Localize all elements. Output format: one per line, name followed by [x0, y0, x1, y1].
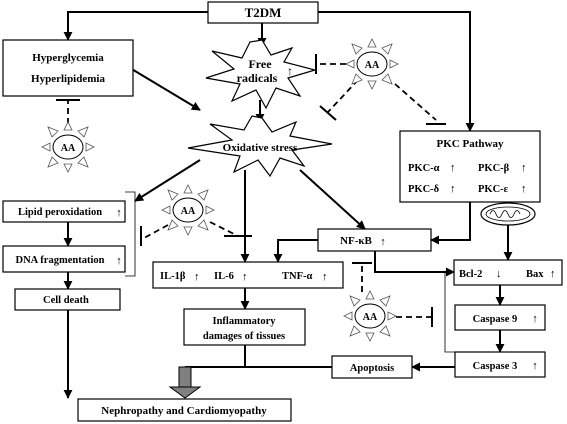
node-nf-kb: NF-κB ↑: [317, 228, 432, 252]
node-inflammatory: Inflammatory damages of tissues: [183, 308, 306, 346]
nf-kb-label: NF-κB: [340, 235, 372, 247]
caspase9-label: Caspase 9: [473, 314, 518, 325]
caspase3-label: Caspase 3: [473, 361, 518, 372]
outcome-label: Nephropathy and Cardiomyopathy: [101, 405, 267, 417]
pkc-beta-label: PKC-β: [478, 163, 510, 174]
free-radicals-up-arrow: ↑: [287, 64, 293, 78]
inflammatory-label-line2: damages of tissues: [203, 331, 285, 342]
il1b-up-arrow: ↑: [194, 271, 200, 283]
aa-label: AA: [363, 312, 378, 323]
il1b-label: IL-1β: [160, 271, 186, 282]
il6-up-arrow: ↑: [242, 271, 248, 283]
bcl2-label: Bcl-2: [459, 269, 482, 280]
bcl2-down-arrow: ↓: [496, 268, 502, 280]
lipid-peroxidation-label: Lipid peroxidation: [18, 207, 102, 218]
node-bcl2-bax: Bcl-2 ↓ Bax ↑: [453, 259, 563, 286]
node-dna-fragmentation: DNA fragmentation ↑: [2, 245, 126, 273]
inflammatory-label-line1: Inflammatory: [213, 316, 277, 327]
node-cell-death: Cell death: [14, 288, 121, 311]
aa-label: AA: [365, 60, 380, 71]
free-radicals-label-line1: Free: [248, 57, 272, 71]
aa-label: AA: [181, 206, 196, 217]
aa-label: AA: [61, 143, 76, 154]
oxidative-stress-label: Oxidative stress: [223, 142, 298, 154]
outcome-arrow: [168, 366, 202, 399]
node-pkc-pathway: PKC Pathway PKC-α ↑ PKC-β ↑ PKC-δ ↑ PKC-…: [399, 130, 541, 203]
pkc-epsilon-label: PKC-ε: [478, 184, 509, 195]
pkc-pathway-title: PKC Pathway: [437, 138, 504, 150]
node-lipid-peroxidation: Lipid peroxidation ↑: [2, 200, 126, 223]
inhibition-lines: [56, 54, 446, 327]
free-radicals-burst: [205, 39, 318, 110]
pkc-alpha-up-arrow: ↑: [450, 162, 456, 174]
pkc-delta-up-arrow: ↑: [450, 183, 456, 195]
mitochondrion-icon: [480, 202, 536, 226]
bax-up-arrow: ↑: [550, 268, 556, 280]
aa-inhibitor-4: AA: [343, 290, 397, 342]
node-outcome: Nephropathy and Cardiomyopathy: [77, 398, 292, 422]
hyperlipidemia-label: Hyperlipidemia: [31, 73, 105, 85]
node-cytokines: IL-1β ↑ IL-6 ↑ TNF-α ↑: [152, 261, 344, 289]
nf-kb-up-arrow: ↑: [380, 236, 386, 248]
pkc-epsilon-up-arrow: ↑: [521, 183, 527, 195]
aa-inhibitor-3: AA: [161, 184, 215, 236]
free-radicals-label-line2: radicals: [237, 71, 278, 85]
oxidative-stress-burst: [187, 115, 333, 178]
node-caspase3: Caspase 3 ↑: [454, 351, 546, 378]
aa-inhibitor-2: AA: [345, 38, 399, 90]
tnfa-label: TNF-α: [282, 271, 312, 282]
aa-inhibitor-1: AA: [41, 121, 95, 173]
dna-fragmentation-up-arrow: ↑: [116, 255, 122, 267]
node-free-radicals: Free radicals ↑: [205, 39, 318, 110]
pkc-beta-up-arrow: ↑: [521, 162, 527, 174]
cell-death-label: Cell death: [43, 295, 89, 306]
node-caspase9: Caspase 9 ↑: [454, 304, 546, 331]
il6-label: IL-6: [214, 271, 234, 282]
bax-label: Bax: [526, 269, 544, 280]
node-apoptosis: Apoptosis: [331, 355, 413, 379]
hyperglycemia-label: Hyperglycemia: [32, 52, 104, 64]
t2dm-label: T2DM: [245, 5, 282, 20]
tnfa-up-arrow: ↑: [322, 271, 328, 283]
connectors: [63, 11, 513, 399]
node-hyperglycemia: Hyperglycemia Hyperlipidemia: [2, 39, 134, 97]
lipid-peroxidation-up-arrow: ↑: [116, 207, 122, 219]
apoptosis-label: Apoptosis: [350, 363, 394, 374]
caspase3-up-arrow: ↑: [532, 360, 538, 372]
node-oxidative-stress: Oxidative stress: [187, 115, 333, 178]
pkc-delta-label: PKC-δ: [408, 184, 440, 195]
dna-fragmentation-label: DNA fragmentation: [16, 255, 105, 266]
pkc-alpha-label: PKC-α: [408, 163, 440, 174]
node-t2dm: T2DM: [207, 1, 319, 24]
caspase9-up-arrow: ↑: [532, 313, 538, 325]
